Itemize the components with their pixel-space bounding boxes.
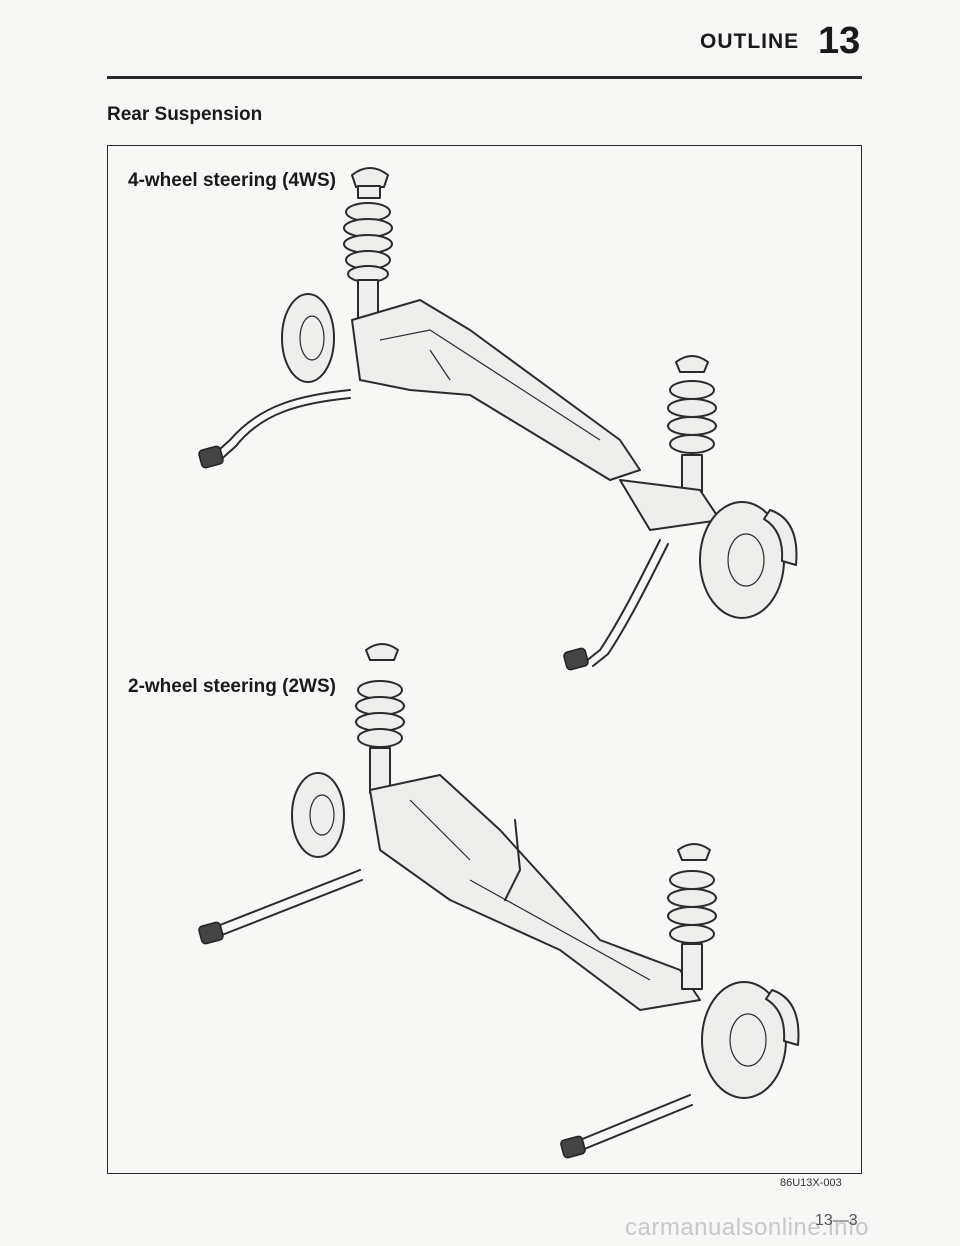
- chapter-number: 13: [818, 20, 861, 62]
- caption-4ws: 4-wheel steering (4WS): [128, 170, 336, 191]
- figure-frame: [107, 145, 862, 1174]
- rear-suspension-4ws-drawing: [198, 167, 798, 671]
- section-title: Rear Suspension: [107, 104, 263, 125]
- header-rule: [107, 76, 862, 79]
- page-number: 13—3: [815, 1212, 858, 1229]
- chapter-title: OUTLINE: [700, 30, 800, 53]
- figure-code: 86U13X-003: [780, 1177, 842, 1189]
- watermark: carmanualsonline.info: [625, 1214, 869, 1241]
- caption-2ws: 2-wheel steering (2WS): [128, 676, 336, 697]
- rear-suspension-2ws-drawing: [198, 643, 800, 1159]
